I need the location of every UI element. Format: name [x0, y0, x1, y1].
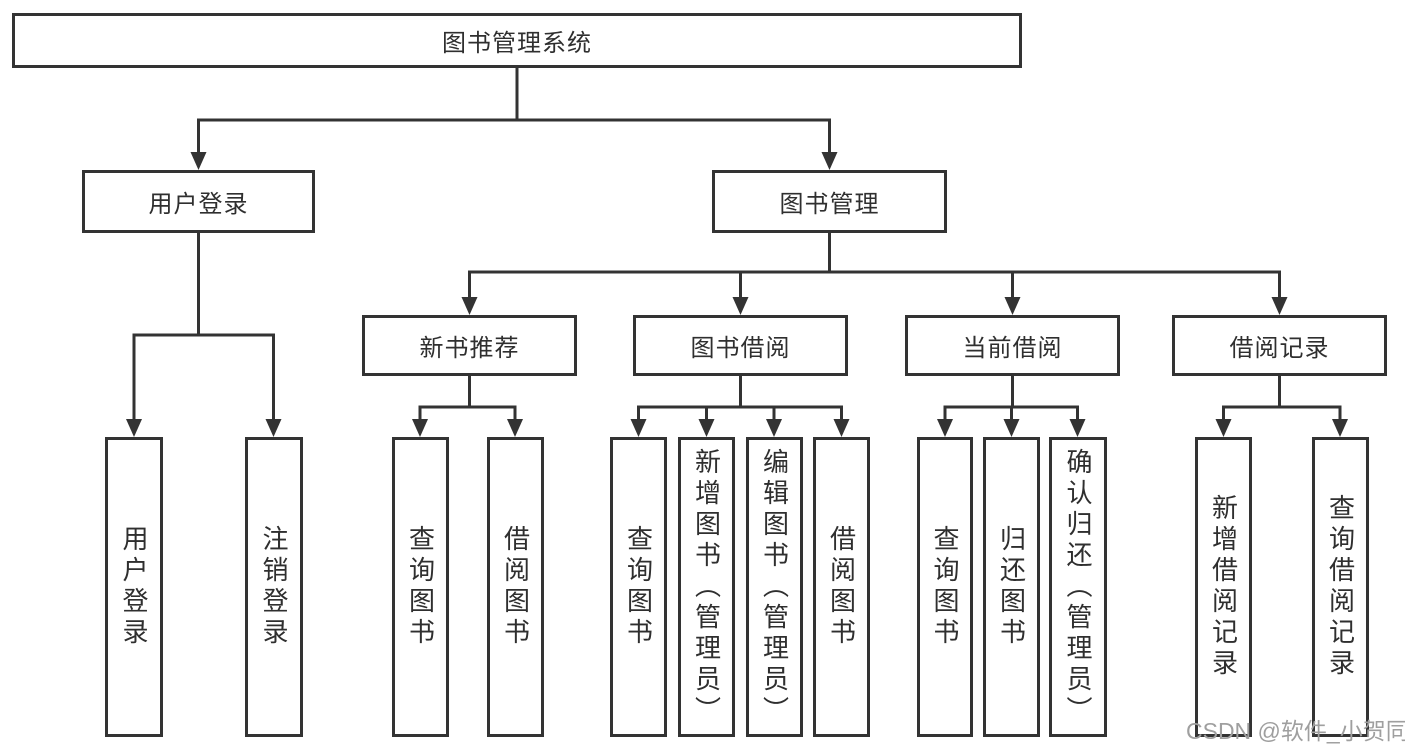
- node-book-borrow: 图书借阅: [633, 315, 848, 376]
- leaf-edit-books-admin: 编辑图书（管理员）: [746, 437, 803, 737]
- leaf-confirm-return-admin: 确认归还（管理员）: [1049, 437, 1107, 737]
- node-book-management: 图书管理: [712, 170, 947, 233]
- csdn-watermark: CSDN @软件_小贺同学: [1186, 718, 1405, 744]
- leaf-add-books-admin: 新增图书（管理员）: [678, 437, 735, 737]
- node-current-borrow: 当前借阅: [905, 315, 1120, 376]
- leaf-borrow-books-recommend: 借阅图书: [487, 437, 544, 737]
- leaf-add-borrow-record: 新增借阅记录: [1195, 437, 1252, 737]
- leaf-query-books-borrow: 查询图书: [610, 437, 667, 737]
- node-borrow-records: 借阅记录: [1172, 315, 1387, 376]
- leaf-query-books-current: 查询图书: [917, 437, 973, 737]
- leaf-logout: 注销登录: [245, 437, 303, 737]
- node-new-book-recommend: 新书推荐: [362, 315, 577, 376]
- node-root-system: 图书管理系统: [12, 13, 1022, 68]
- node-user-login: 用户登录: [82, 170, 315, 233]
- leaf-borrow-books: 借阅图书: [813, 437, 870, 737]
- leaf-user-login: 用户登录: [105, 437, 163, 737]
- leaf-query-books-recommend: 查询图书: [392, 437, 449, 737]
- leaf-query-borrow-record: 查询借阅记录: [1312, 437, 1369, 737]
- leaf-return-books: 归还图书: [983, 437, 1040, 737]
